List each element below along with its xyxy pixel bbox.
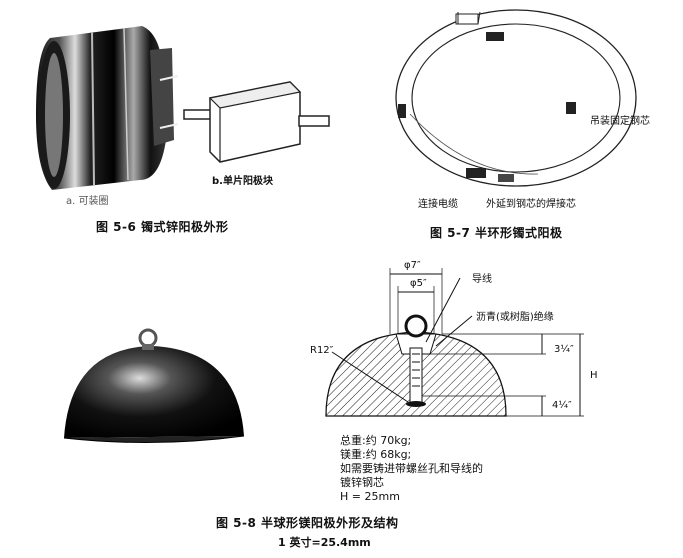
dim-height: H [590, 370, 598, 381]
note-h-value: H = 25mm [340, 490, 400, 503]
wire-label: 导线 [472, 274, 492, 285]
fig57-caption: 图 5-7 半环形镯式阳极 [430, 226, 563, 240]
fig56-label-b: b.单片阳极块 [212, 176, 273, 187]
fig56-caption: 图 5-6 镯式锌阳极外形 [96, 220, 229, 234]
fig58-notes: 总重:约 70kg; 镁重:约 68kg; 如需要铸进带螺丝孔和导线的 镀锌钢芯… [340, 434, 483, 504]
fig58-caption: 图 5-8 半球形镁阳极外形及结构 [216, 516, 399, 530]
dim-top-depth: 3¼″ [554, 344, 574, 355]
half-ring-bracelet-anode-drawing [395, 9, 637, 187]
dim-bottom-depth: 4¼″ [552, 400, 572, 411]
hemispherical-anode-photo [63, 328, 245, 444]
note-cast-core: 如需要铸进带螺丝孔和导线的 [340, 462, 483, 475]
fig57-label-cable: 连接电缆 [418, 199, 458, 210]
fig57-label-fix: 吊装固定钢芯 [590, 116, 650, 127]
radius-label: R12″ [310, 345, 334, 356]
dim-inner-diameter: φ5″ [410, 278, 427, 289]
note-magnesium-weight: 镁重:约 68kg; [340, 448, 412, 461]
fig57-label-weld: 外延到钢芯的焊接芯 [486, 199, 576, 210]
note-galvanized-core: 镀锌钢芯 [340, 476, 384, 489]
hemispherical-anode-section-drawing [325, 268, 584, 417]
single-anode-block-drawing [183, 81, 330, 163]
fig56-label-a: a. 可装圈 [66, 196, 109, 207]
dim-outer-diameter: φ7″ [404, 260, 421, 271]
bracelet-anode-ring-photo [36, 26, 179, 190]
insulation-label: 沥青(或树脂)绝缘 [476, 312, 554, 323]
note-total-weight: 总重:约 70kg; [340, 434, 412, 447]
unit-conversion-note: 1 英寸=25.4mm [278, 536, 371, 549]
